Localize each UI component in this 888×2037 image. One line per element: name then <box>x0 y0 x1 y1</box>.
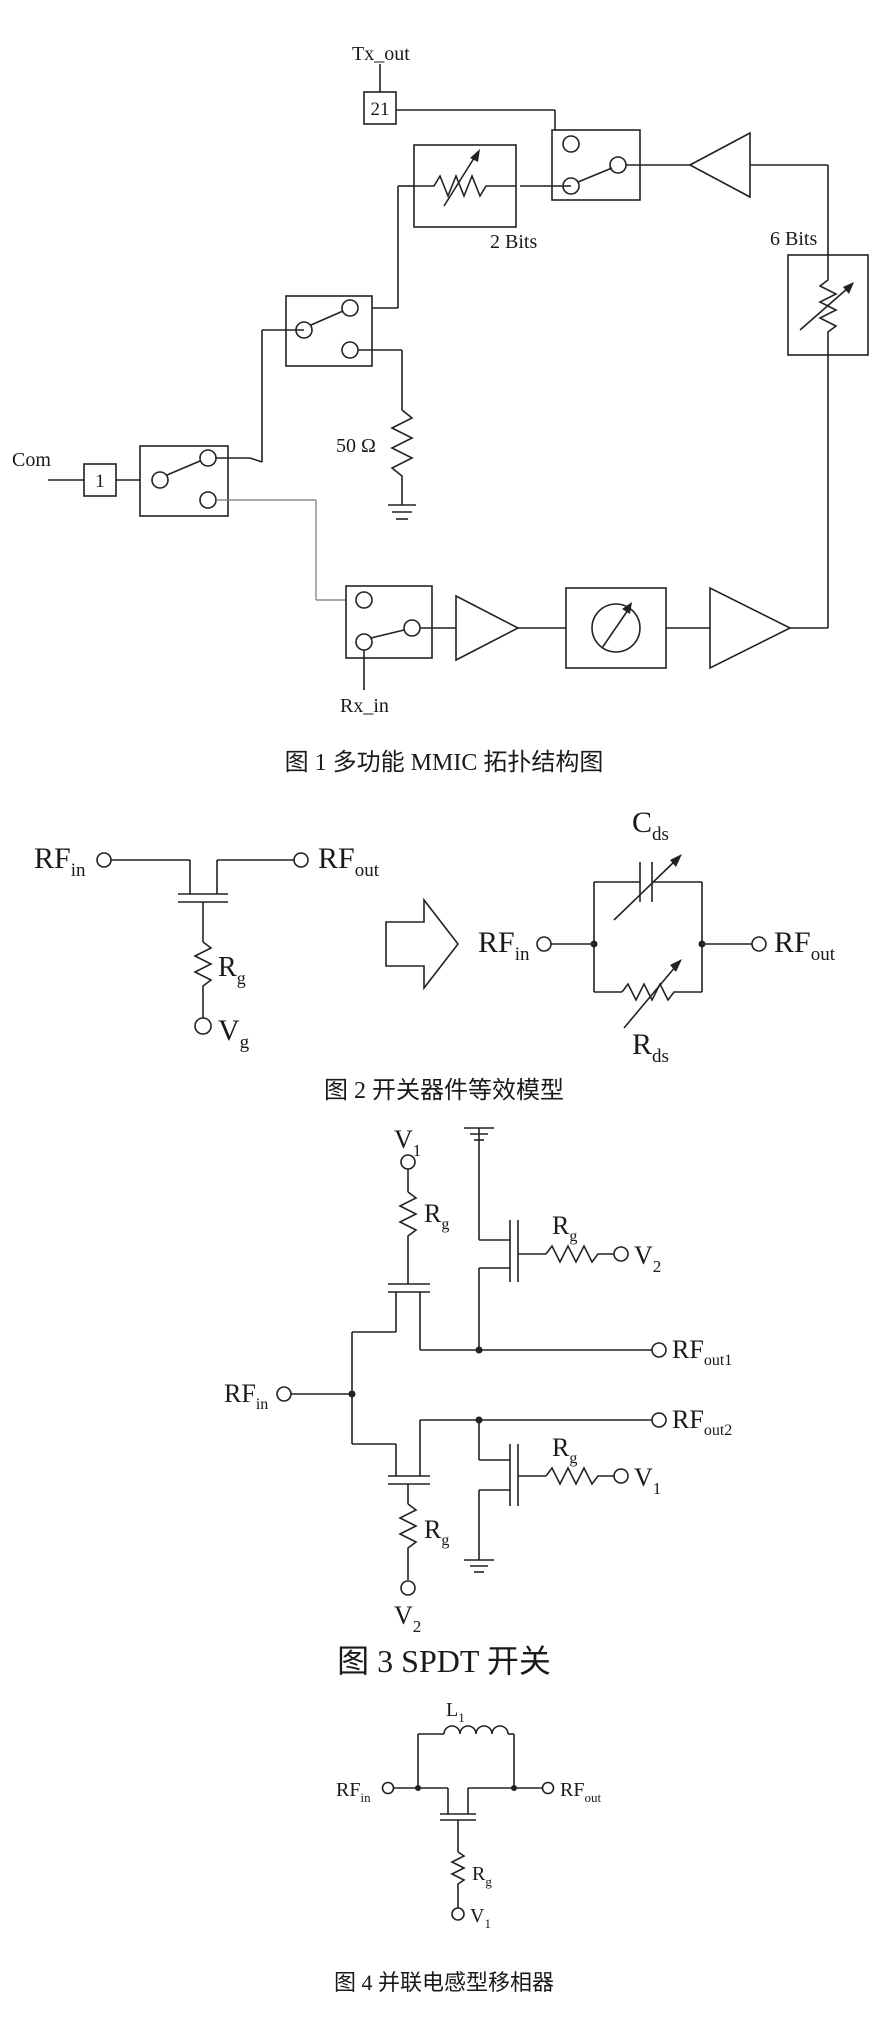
fig3-rf-in-label: RFin <box>224 1379 268 1413</box>
fig3-v1-shunt-label: V1 <box>634 1463 661 1498</box>
rx-amplifier-1 <box>455 594 520 662</box>
figure-4: L1 RFin RFout Rg V1 图 4 并联电感型移相器 <box>0 1690 888 2037</box>
figure-3-caption: 图 3 SPDT 开关 <box>337 1643 551 1679</box>
load-50ohm-label: 50 Ω <box>336 435 376 457</box>
tx-amplifier <box>688 131 751 199</box>
fig2-rf-in-label: RFin <box>34 842 86 881</box>
fig4-rf-out-label: RFout <box>560 1779 601 1805</box>
fig3-v1-top-label: V1 <box>394 1125 421 1160</box>
fig4-l1-label: L1 <box>446 1699 465 1725</box>
fig2-eq-rf-out-label: RFout <box>774 926 836 965</box>
figure-2-diagram: RFin RFout Rg Vg RFin Cds Rds RFout 图 2 … <box>34 806 836 1104</box>
attenuator-2bits-label: 2 Bits <box>490 231 537 253</box>
figure-4-caption: 图 4 并联电感型移相器 <box>334 1970 554 1995</box>
figure-2-caption: 图 2 开关器件等效模型 <box>324 1077 564 1104</box>
port-21-label: 21 <box>371 99 390 120</box>
fig3-rf-out2-label: RFout2 <box>672 1405 732 1439</box>
port-1-label: 1 <box>95 471 105 492</box>
figure-2: RFin RFout Rg Vg RFin Cds Rds RFout 图 2 … <box>0 790 888 1120</box>
fig3-rg-bottom-label: Rg <box>424 1515 449 1549</box>
figure-4-diagram: L1 RFin RFout Rg V1 图 4 并联电感型移相器 <box>334 1699 601 1995</box>
fig2-eq-rf-in-label: RFin <box>478 926 530 965</box>
fig3-v2-shunt-label: V2 <box>634 1241 661 1276</box>
figure-1-diagram: Tx_out 21 2 Bits 6 Bits 50 Ω Com 1 <box>12 43 869 776</box>
fig3-rg-shunt2-label: Rg <box>552 1433 577 1467</box>
fig4-rf-in-label: RFin <box>336 1779 371 1805</box>
fig3-rf-out1-label: RFout1 <box>672 1335 732 1369</box>
fig2-vg-label: Vg <box>218 1014 250 1053</box>
attenuator-6bits-label: 6 Bits <box>770 228 817 250</box>
figure-1-caption: 图 1 多功能 MMIC 拓扑结构图 <box>285 749 604 776</box>
fig4-rg-label: Rg <box>472 1863 492 1889</box>
fig3-rg-top-label: Rg <box>424 1199 449 1233</box>
fig2-cds-label: Cds <box>632 806 669 845</box>
fig3-rg-shunt1-label: Rg <box>552 1211 577 1245</box>
tx-out-label: Tx_out <box>352 43 410 65</box>
fig3-v2-bottom-label: V2 <box>394 1601 421 1636</box>
com-label: Com <box>12 449 51 471</box>
figure-1: Tx_out 21 2 Bits 6 Bits 50 Ω Com 1 <box>0 0 888 790</box>
port-21-box <box>363 91 397 125</box>
rx-in-label: Rx_in <box>340 695 389 717</box>
fig2-rf-out-label: RFout <box>318 842 380 881</box>
inductor-icon <box>443 1725 509 1735</box>
figure-3: V1 Rg RFout1 Rg V2 RFin RFout2 Rg V2 <box>0 1120 888 1690</box>
fig2-rg-label: Rg <box>218 952 246 988</box>
rx-amplifier-2 <box>709 586 792 670</box>
fig4-v1-label: V1 <box>470 1905 491 1931</box>
equivalence-arrow-icon <box>385 897 460 991</box>
figure-3-diagram: V1 Rg RFout1 Rg V2 RFin RFout2 Rg V2 <box>224 1125 732 1679</box>
fig2-rds-label: Rds <box>632 1028 669 1067</box>
